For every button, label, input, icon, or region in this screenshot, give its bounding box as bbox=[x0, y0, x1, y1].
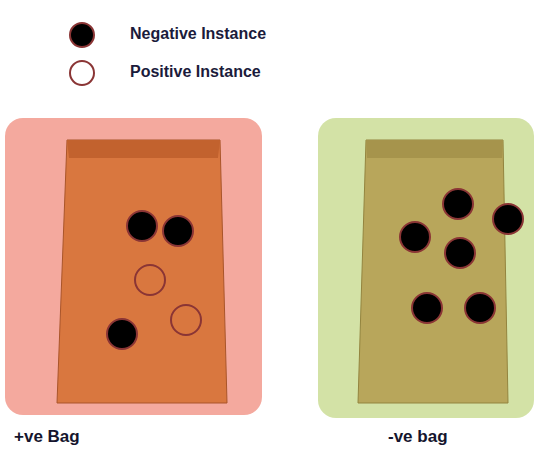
instance bbox=[107, 319, 137, 349]
bag-ground bbox=[5, 118, 262, 415]
instance bbox=[400, 222, 430, 252]
legend-label: Positive Instance bbox=[130, 63, 261, 81]
bag-label: +ve Bag bbox=[14, 427, 80, 447]
instance bbox=[493, 204, 523, 234]
bag: -ve bag bbox=[318, 118, 534, 453]
bag: +ve Bag bbox=[5, 118, 262, 453]
instance bbox=[445, 238, 475, 268]
bag-illustration bbox=[5, 118, 262, 453]
instance-symbol bbox=[70, 61, 94, 85]
paper-bag bbox=[358, 140, 508, 403]
legend-label: Negative Instance bbox=[130, 25, 266, 43]
instance bbox=[171, 305, 201, 335]
legend-symbol bbox=[66, 21, 98, 51]
instance bbox=[127, 211, 157, 241]
instance bbox=[412, 293, 442, 323]
legend-symbol bbox=[66, 59, 98, 89]
legend-entry: Positive Instance bbox=[66, 59, 366, 89]
instance bbox=[465, 293, 495, 323]
instance-symbol bbox=[70, 23, 94, 47]
bag-illustration bbox=[318, 118, 534, 453]
instance bbox=[135, 265, 165, 295]
instance bbox=[443, 189, 473, 219]
bag-ground bbox=[318, 118, 534, 418]
paper-bag bbox=[57, 140, 227, 403]
bag-label: -ve bag bbox=[388, 427, 448, 447]
legend-entry: Negative Instance bbox=[66, 21, 366, 51]
bag-fold bbox=[366, 140, 503, 158]
bag-fold bbox=[67, 140, 220, 158]
instance bbox=[163, 216, 193, 246]
